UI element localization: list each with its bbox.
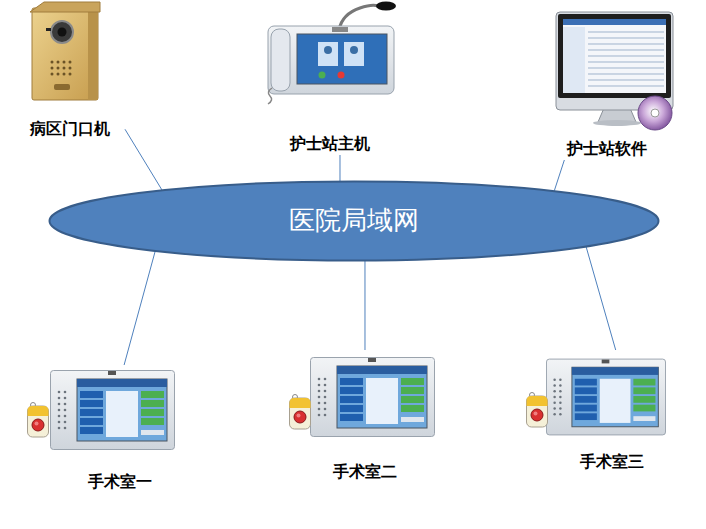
nurse-software-picture: [556, 12, 673, 130]
room-terminal-picture: [28, 371, 175, 450]
device-node: 病区门口机: [15, 0, 125, 142]
network-link: [586, 247, 616, 350]
device-caption: 护士站软件: [567, 139, 647, 158]
door-unit-picture: [30, 2, 100, 100]
network-link: [339, 155, 340, 181]
device-caption: 手术室三: [580, 452, 644, 471]
network-link: [125, 129, 162, 190]
room-terminal-picture: [527, 359, 666, 435]
network-ellipse: 医院局域网: [48, 180, 660, 262]
device-caption: 手术室二: [333, 462, 397, 481]
room-terminal-picture: [290, 358, 435, 437]
device-node: 手术室三: [525, 350, 670, 473]
device-node: 护士站软件: [545, 8, 680, 160]
device-caption: 护士站主机: [290, 134, 370, 153]
nurse-host-picture: [268, 2, 396, 105]
device-node: 手术室一: [20, 365, 180, 493]
network-link: [124, 251, 155, 365]
device-caption: 手术室一: [88, 472, 152, 491]
network-link: [364, 261, 365, 350]
network-label: 医院局域网: [289, 205, 419, 236]
device-node: 护士站主机: [260, 0, 400, 155]
device-caption: 病区门口机: [30, 119, 110, 138]
device-node: 手术室二: [290, 350, 440, 483]
network-link: [554, 160, 564, 191]
